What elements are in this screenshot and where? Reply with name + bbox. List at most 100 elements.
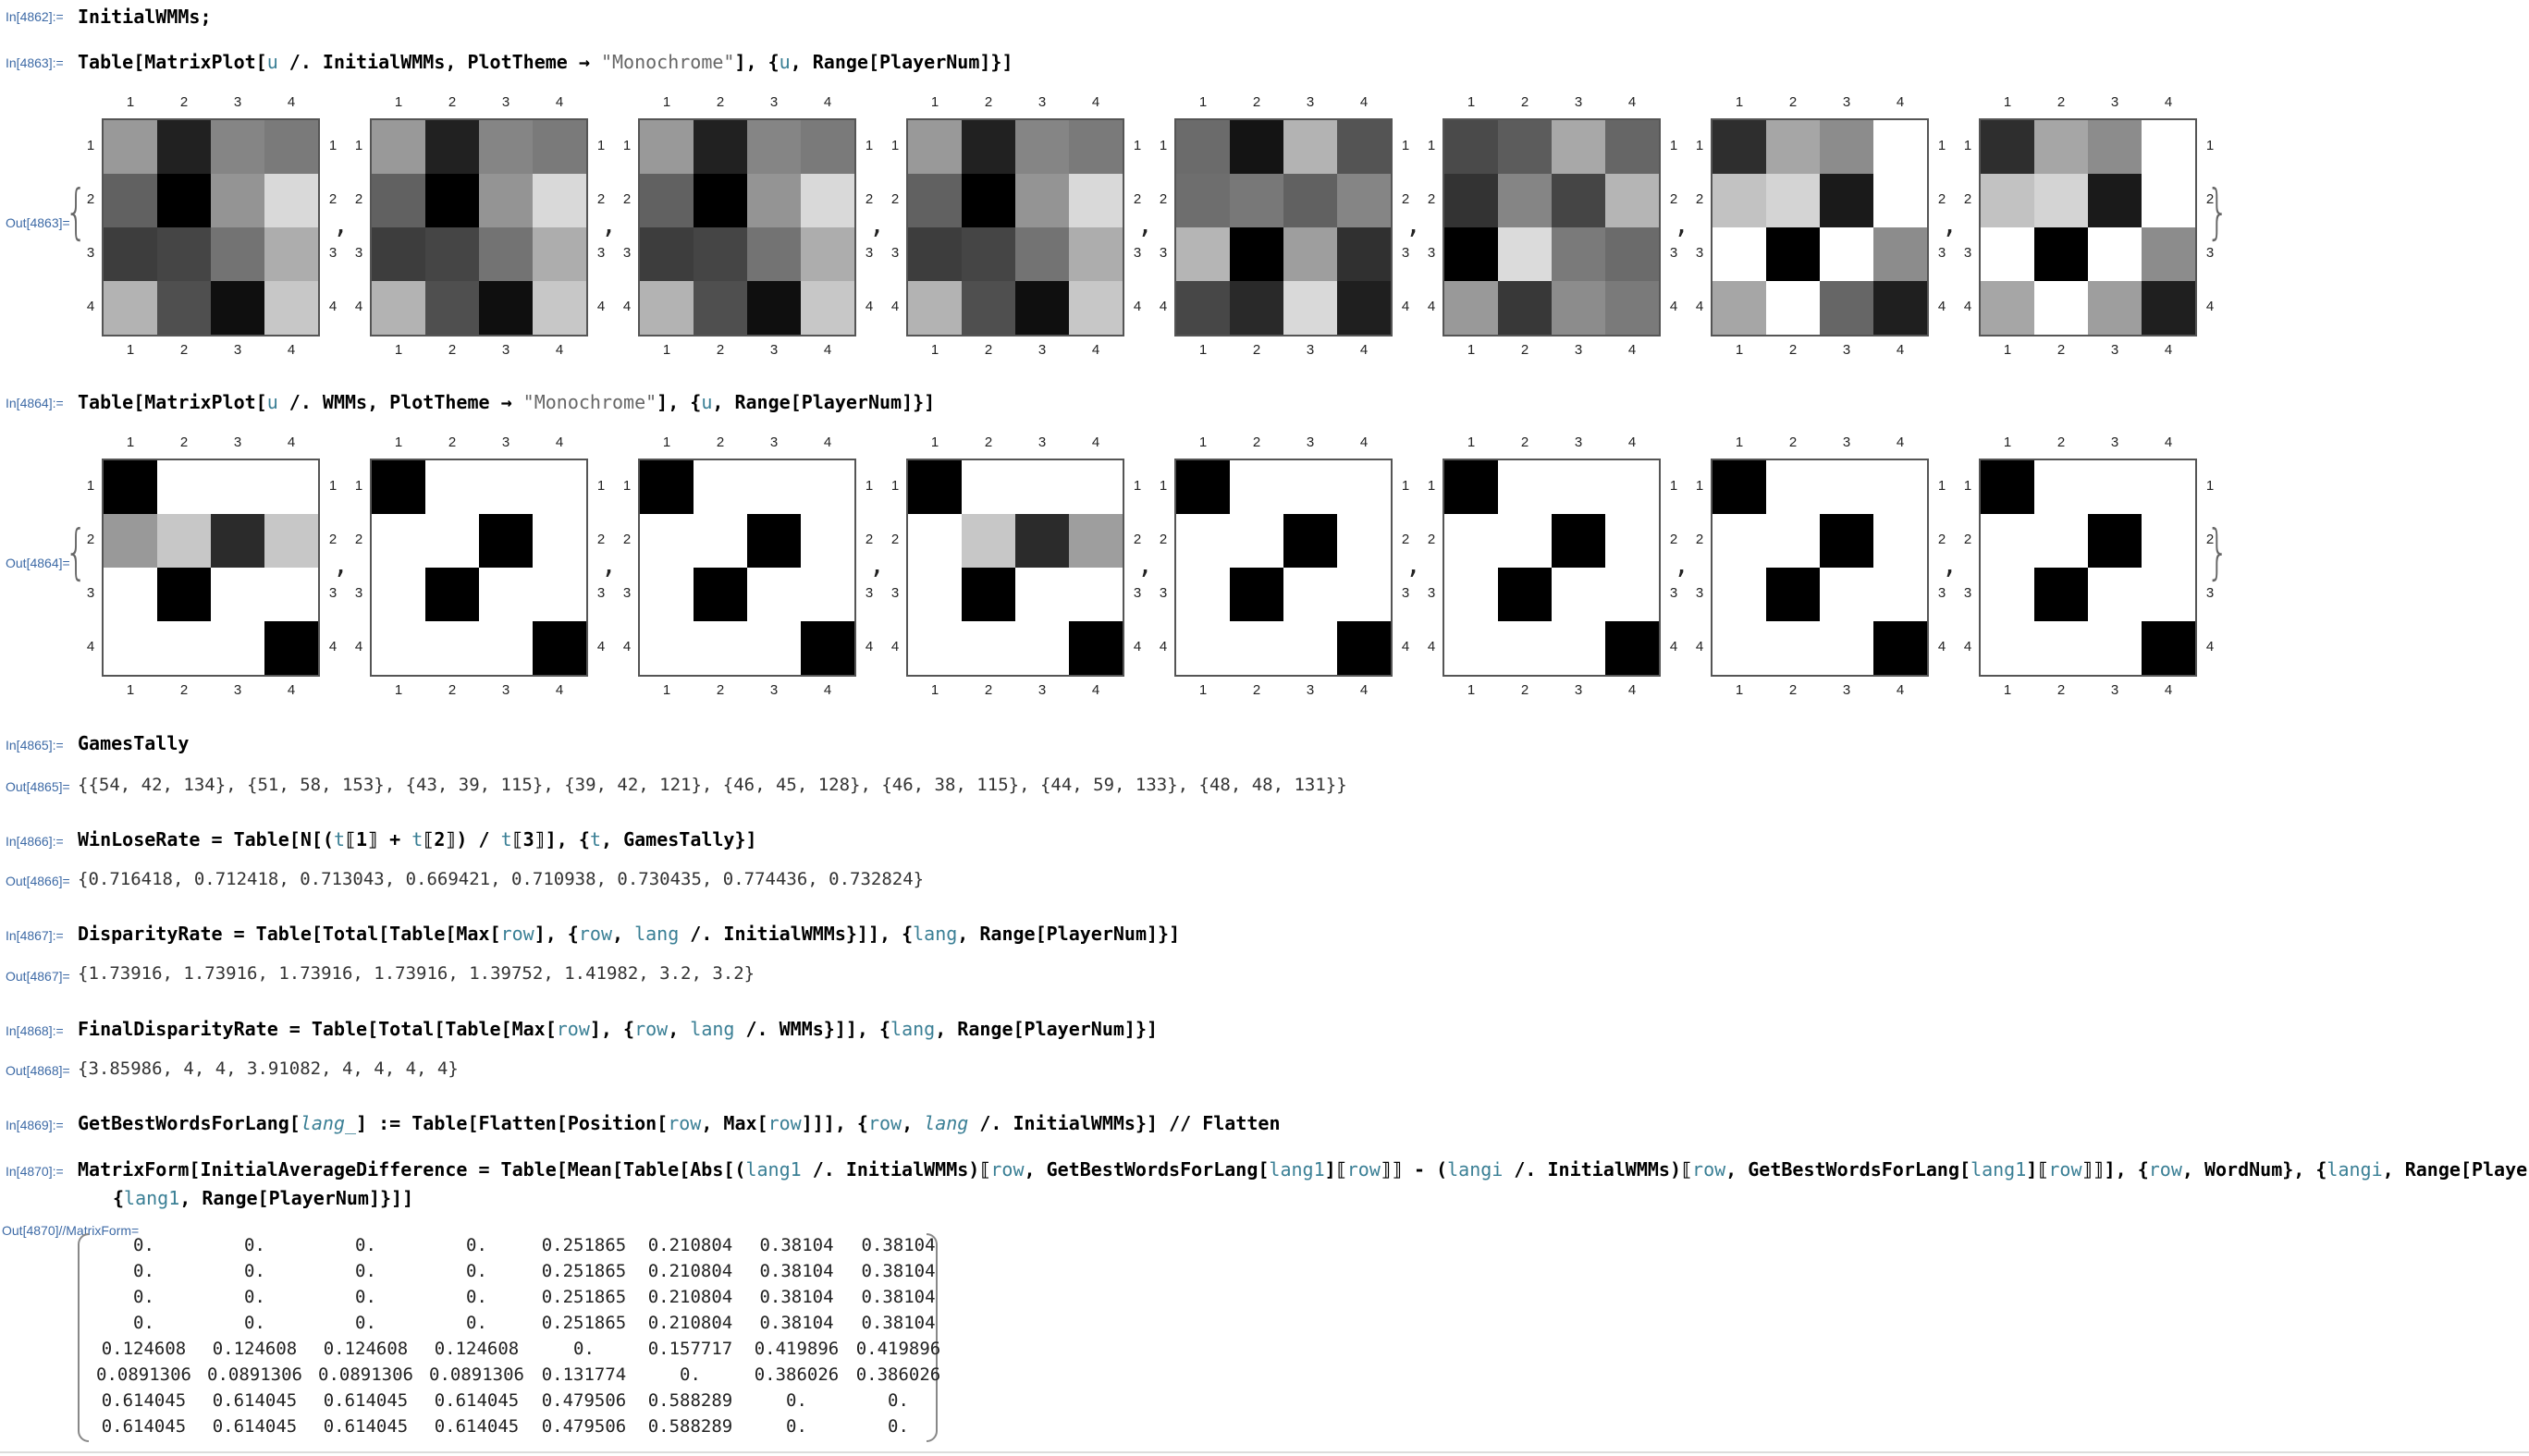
code-token: , GetBestWordsForLang[ xyxy=(1725,1158,1971,1181)
matrix-cell xyxy=(533,174,586,227)
code-token: { xyxy=(113,1187,125,1209)
tick-label-right: 4 xyxy=(1937,639,1946,655)
matrix-cell xyxy=(104,227,157,281)
tick-label-bottom: 2 xyxy=(1788,682,1798,698)
matrix-entry: 0.131774 xyxy=(541,1364,627,1385)
tick-label-right: 3 xyxy=(328,245,338,261)
initial-separator-comma: , xyxy=(1942,209,1958,239)
tick-label-right: 4 xyxy=(865,639,874,655)
code-token: Table[MatrixPlot[ xyxy=(78,391,267,413)
input-4868[interactable]: FinalDisparityRate = Table[Total[Table[M… xyxy=(78,1018,1158,1040)
code-token: , xyxy=(902,1112,925,1134)
matrix-left-paren xyxy=(78,1233,89,1442)
matrix-entry: 0.38104 xyxy=(759,1313,834,1333)
tick-label-right: 4 xyxy=(1133,639,1142,655)
input-4864[interactable]: Table[MatrixPlot[u /. WMMs, PlotTheme → … xyxy=(78,391,935,413)
matrix-cell xyxy=(211,460,264,514)
input-4870-line2[interactable]: {lang1, Range[PlayerNum]}]] xyxy=(113,1187,413,1209)
matrix-cell xyxy=(1015,514,1069,568)
input-4863[interactable]: Table[MatrixPlot[u /. InitialWMMs, PlotT… xyxy=(78,51,1013,73)
tick-label-bottom: 1 xyxy=(662,682,671,698)
matrix-cell xyxy=(1176,514,1230,568)
tick-label-bottom: 3 xyxy=(1037,342,1047,358)
input-4865[interactable]: GamesTally xyxy=(78,732,189,754)
matrix-cell xyxy=(1605,621,1659,675)
matrix-cell xyxy=(1873,174,1927,227)
matrix-entry: 0. xyxy=(133,1261,154,1281)
matrix-cell xyxy=(2142,120,2195,174)
input-4869[interactable]: GetBestWordsForLang[lang_] := Table[Flat… xyxy=(78,1112,1281,1134)
matrix-cell xyxy=(908,621,962,675)
input-4866[interactable]: WinLoseRate = Table[N[(t⟦1⟧ + t⟦2⟧) / t⟦… xyxy=(78,828,757,850)
matrix-entry: 0.124608 xyxy=(434,1339,520,1359)
tick-label-right: 4 xyxy=(2205,299,2215,314)
matrix-cell xyxy=(425,568,479,621)
matrix-cell xyxy=(694,568,747,621)
code-token: row xyxy=(634,1018,669,1040)
tick-label-top: 1 xyxy=(1467,94,1476,110)
code-token: t xyxy=(589,828,601,850)
input-4867[interactable]: DisparityRate = Table[Total[Table[Max[ro… xyxy=(78,923,1180,945)
tick-label-left: 3 xyxy=(1159,245,1168,261)
code-token: lang1 xyxy=(1269,1158,1325,1181)
tick-label-right: 1 xyxy=(596,478,606,494)
in-label-4862: In[4862]:= xyxy=(6,9,64,24)
tick-label-bottom: 4 xyxy=(287,342,296,358)
tick-label-right: 2 xyxy=(1401,191,1410,207)
matrix-cell xyxy=(1498,568,1552,621)
matrix-cell xyxy=(372,460,425,514)
matrix-entry: 0.38104 xyxy=(759,1287,834,1307)
code-token: ⟧⟧], { xyxy=(2081,1158,2149,1181)
matrix-cell xyxy=(533,460,586,514)
matrix-cell xyxy=(1873,621,1927,675)
matrix-cell xyxy=(2034,120,2088,174)
tick-label-left: 4 xyxy=(1427,299,1436,314)
tick-label-top: 3 xyxy=(501,434,510,450)
matrix-cell xyxy=(1552,227,1605,281)
tick-label-bottom: 2 xyxy=(984,682,993,698)
matrix-entry: 0. xyxy=(355,1261,376,1281)
tick-label-left: 2 xyxy=(86,532,95,547)
matrix-cell xyxy=(1444,174,1498,227)
tick-label-bottom: 2 xyxy=(1252,342,1261,358)
input-4870-line1[interactable]: MatrixForm[InitialAverageDifference = Ta… xyxy=(78,1158,2529,1181)
input-4862[interactable]: InitialWMMs; xyxy=(78,6,212,28)
matrix-cell xyxy=(1766,460,1820,514)
matrix-cell xyxy=(1283,120,1337,174)
matrix-cell xyxy=(1283,460,1337,514)
matrix-cell xyxy=(801,514,854,568)
matrix-cell xyxy=(211,568,264,621)
matrix-cell xyxy=(1498,621,1552,675)
matrix-cell xyxy=(479,568,533,621)
initial-right-brace: } xyxy=(2206,178,2229,247)
out-label-4866: Out[4866]= xyxy=(6,874,70,888)
code-token: langi xyxy=(2326,1158,2383,1181)
matrix-cell xyxy=(264,227,318,281)
final-separator-comma: , xyxy=(869,549,885,580)
matrix-cell xyxy=(2142,568,2195,621)
matrix-entry: 0.0891306 xyxy=(429,1364,524,1385)
matrix-entry: 0. xyxy=(244,1261,265,1281)
tick-label-left: 2 xyxy=(1695,532,1704,547)
tick-label-left: 1 xyxy=(354,478,363,494)
tick-label-top: 3 xyxy=(769,94,779,110)
tick-label-left: 2 xyxy=(1963,191,1972,207)
matrix-plot-frame xyxy=(102,459,320,677)
tick-label-left: 3 xyxy=(1159,585,1168,601)
